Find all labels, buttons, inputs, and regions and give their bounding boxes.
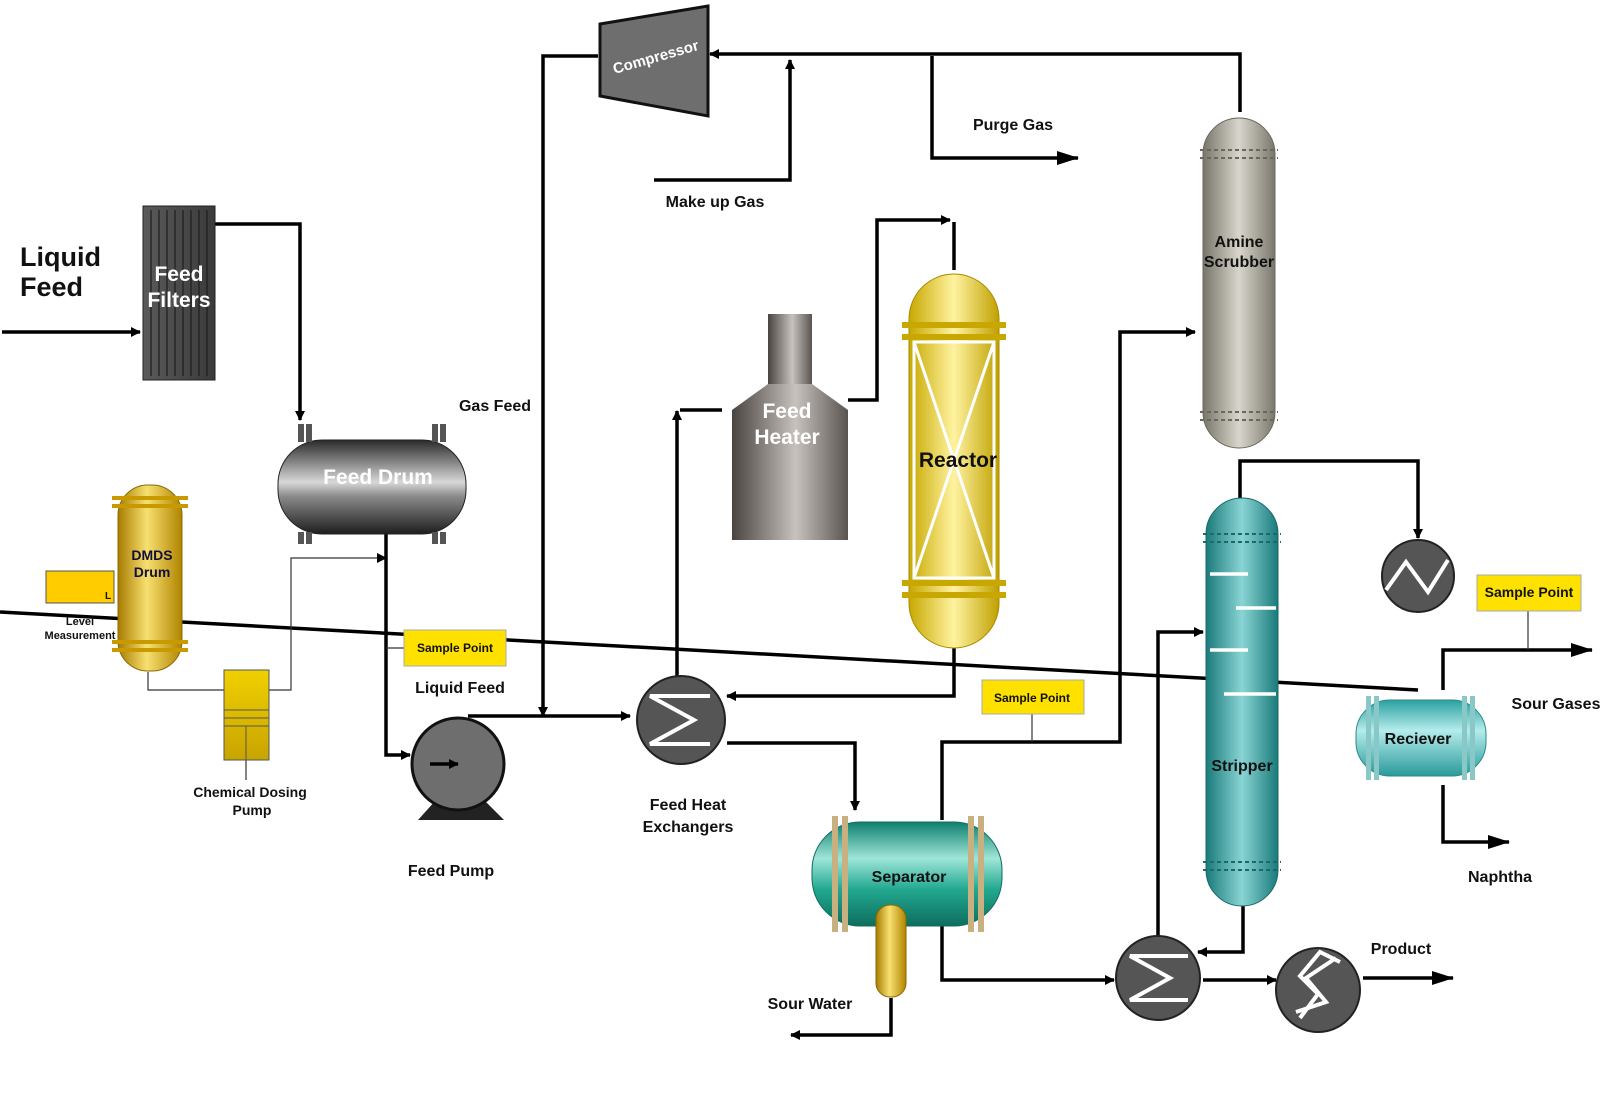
feed-drum-label: Feed Drum — [323, 466, 433, 489]
heater-to-reactor-line — [848, 215, 951, 402]
process-lines — [0, 49, 1593, 1040]
liquid-feed-label: Liquid Feed — [415, 680, 505, 697]
product-label: Product — [1371, 941, 1432, 958]
make-up-gas-label: Make up Gas — [666, 194, 765, 211]
level-label-line1: Level — [66, 616, 94, 628]
amine-scrubber — [1200, 117, 1278, 449]
receiver-label: Reciever — [1385, 731, 1452, 748]
separator-to-scrubber-line — [940, 327, 1196, 820]
sour-gases-line — [1441, 643, 1593, 690]
amine-scrubber-label-line2: Scrubber — [1204, 254, 1274, 271]
feed-heater — [732, 314, 848, 540]
sample-point-feed-label: Sample Point — [417, 641, 493, 655]
separator-to-hx2-line — [940, 925, 1115, 985]
purge-gas-line — [930, 56, 1079, 165]
make-up-gas-line — [654, 59, 795, 182]
liquid-feed-title-line1: Liquid — [20, 242, 101, 272]
chem-pump-to-drum-line — [269, 553, 387, 691]
feed-hx-label-line1: Feed Heat — [650, 797, 727, 814]
stripper-bottom-line — [1197, 906, 1245, 957]
instrument-lines — [147, 553, 1529, 780]
reactor-label: Reactor — [919, 449, 997, 472]
chemical-dosing-pump — [223, 669, 270, 761]
feed-heater-label-line2: Heater — [754, 426, 819, 449]
dmds-to-pump-line — [147, 672, 224, 691]
level-measurement-box — [45, 570, 115, 604]
feed-heat-exchanger — [636, 675, 726, 765]
feed-filters — [142, 205, 216, 381]
product-cooler — [1275, 947, 1361, 1033]
hx-to-separator-line — [727, 741, 860, 811]
feed-hx-label-line2: Exchangers — [643, 819, 734, 836]
stripper-overhead-line — [1238, 459, 1423, 539]
product-heat-exchanger — [1115, 935, 1201, 1021]
sour-water-label: Sour Water — [768, 996, 853, 1013]
feed-filters-label-line2: Filters — [147, 289, 210, 312]
reactor — [902, 273, 1006, 649]
level-marker: L — [105, 591, 111, 602]
dmds-drum-label-line1: DMDS — [131, 547, 172, 563]
condenser-to-receiver-line — [0, 610, 1419, 692]
scrubber-overhead-line — [709, 49, 1242, 112]
receiver — [1355, 696, 1487, 780]
naphtha-line — [1441, 785, 1510, 849]
stripper-label: Stripper — [1211, 758, 1272, 775]
level-label-line2: Measurement — [45, 630, 116, 642]
separator-label: Separator — [872, 869, 947, 886]
feed-pump-label: Feed Pump — [408, 863, 494, 880]
feed-filters-label-line1: Feed — [154, 263, 203, 286]
dmds-drum-label-line2: Drum — [134, 564, 171, 580]
sample-point-separator-label: Sample Point — [994, 691, 1070, 705]
amine-scrubber-label-line1: Amine — [1215, 234, 1264, 251]
purge-gas-label: Purge Gas — [973, 117, 1053, 134]
feed-drum — [277, 424, 467, 544]
separator — [811, 816, 1003, 998]
sour-water-line — [790, 998, 893, 1040]
sample-point-feed-box — [403, 629, 507, 667]
gas-feed-line — [538, 54, 598, 717]
chem-pump-label-line1: Chemical Dosing — [193, 784, 307, 800]
sour-gases-label: Sour Gases — [1512, 696, 1600, 713]
sample-point-receiver-box — [1476, 574, 1582, 612]
feed-heater-label-line1: Feed — [762, 400, 811, 423]
feed-pump — [410, 716, 506, 820]
compressor — [598, 4, 710, 118]
liquid-feed-title-line2: Feed — [20, 272, 83, 302]
condenser — [1381, 539, 1455, 613]
sample-point-separator-box — [981, 679, 1085, 715]
drum-to-pump-line — [384, 530, 411, 760]
naphtha-label: Naphtha — [1468, 869, 1532, 886]
stripper — [1203, 497, 1281, 907]
gas-feed-label: Gas Feed — [459, 398, 531, 415]
dmds-drum — [112, 484, 188, 672]
chem-pump-label-line2: Pump — [233, 802, 272, 818]
sample-point-receiver-label: Sample Point — [1485, 584, 1574, 600]
filters-to-drum-line — [212, 222, 305, 421]
hx2-to-stripper-line — [1156, 627, 1204, 940]
